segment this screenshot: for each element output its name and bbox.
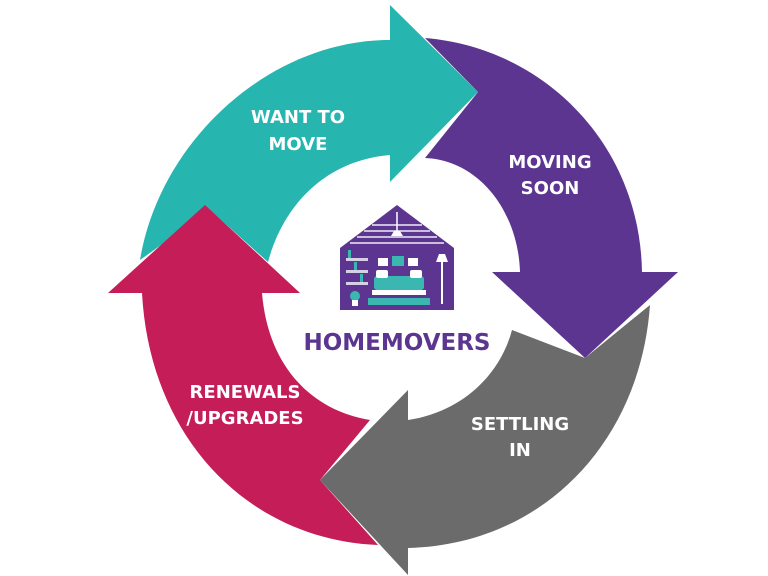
arrow-want-to-move xyxy=(140,5,478,262)
label-settling-in-2: IN xyxy=(509,440,531,461)
center-title: HOMEMOVERS xyxy=(303,330,490,356)
arrow-settling-in xyxy=(320,305,650,575)
house-living-room-icon xyxy=(340,205,454,310)
label-moving-soon-2: SOON xyxy=(521,178,580,199)
label-renewals-upgrades-2: /UPGRADES xyxy=(186,408,303,429)
label-want-to-move-2: MOVE xyxy=(269,134,328,155)
stage-moving-soon: MOVING SOON xyxy=(425,38,678,358)
stage-settling-in: SETTLING IN xyxy=(320,305,650,575)
label-want-to-move-1: WANT TO xyxy=(251,107,345,128)
label-renewals-upgrades-1: RENEWALS xyxy=(190,382,301,403)
arrow-moving-soon xyxy=(425,38,678,358)
stage-want-to-move: WANT TO MOVE xyxy=(140,5,478,262)
label-moving-soon-1: MOVING xyxy=(508,152,591,173)
arrow-renewals-upgrades xyxy=(108,205,378,545)
label-settling-in-1: SETTLING xyxy=(471,414,569,435)
stage-renewals-upgrades: RENEWALS /UPGRADES xyxy=(108,205,378,545)
